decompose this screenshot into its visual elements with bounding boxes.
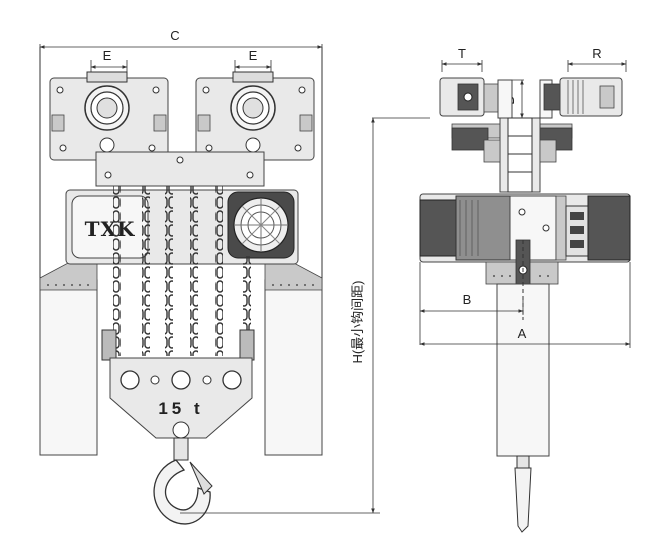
dimension-e-left-label: E [103,48,112,63]
dimension-r-label: R [592,46,601,61]
brand-label: TXK [85,217,136,241]
dimension-c-label: C [170,28,179,43]
side-hook [514,455,532,533]
capacity-label: 15 t [158,399,203,418]
load-chains [101,186,255,361]
dimension-h: H(最小钩间距) [180,117,430,514]
hoist-body: TXK [65,189,299,265]
side-trolley-motor-right [539,77,623,119]
side-view: T R D [419,46,631,533]
side-trolley-motor-left [439,77,513,119]
dimension-h-label: H(最小钩间距) [350,280,365,363]
dimension-c: C [39,28,323,60]
dimension-b-label: B [463,292,472,307]
front-view: C E E [39,28,323,525]
trolley-right [195,71,315,161]
side-leg-right [264,261,323,456]
dimension-r: R [567,46,627,72]
lifting-hook [153,437,213,525]
dimension-b: B [419,262,524,345]
motor-fan-grill [227,191,295,259]
side-chain-guide [485,239,559,457]
dimension-t: T [441,46,483,72]
dimension-e-right-label: E [249,48,258,63]
trolley-left [49,71,169,161]
side-beam-section [451,117,573,193]
dimension-a-label: A [518,326,527,341]
hook-block: 15 t [109,357,253,439]
side-hoist-body [419,193,631,263]
dimension-t-label: T [458,46,466,61]
dimension-a: A [419,262,631,348]
side-leg-left [39,261,98,456]
trolley-connecting-frame [95,151,265,187]
